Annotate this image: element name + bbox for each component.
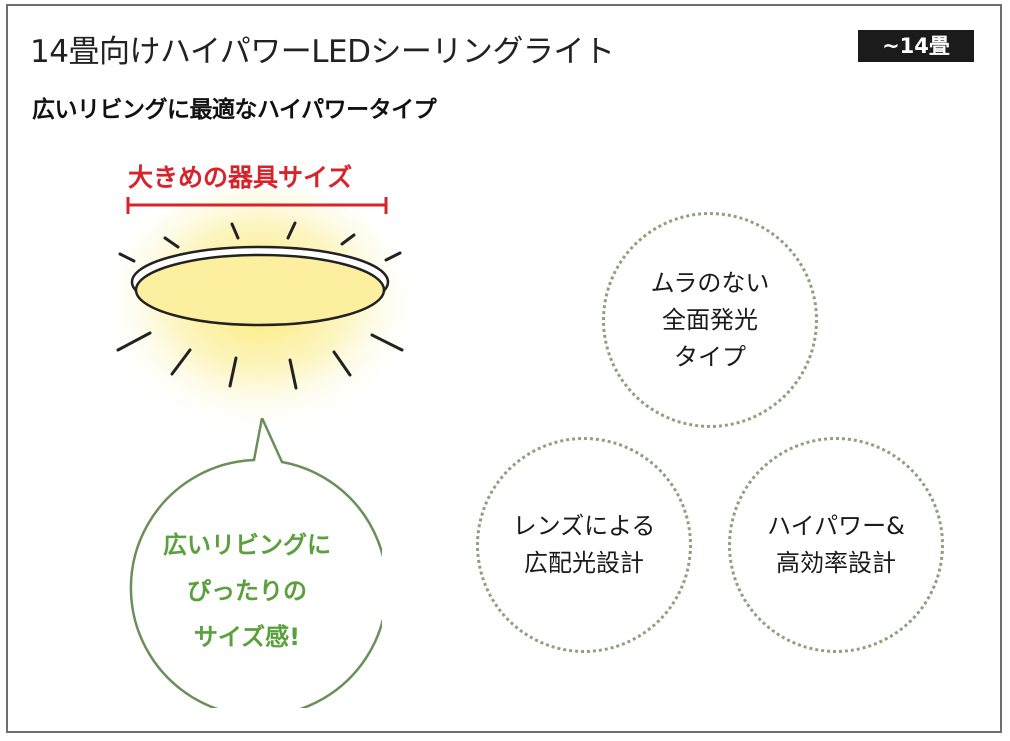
page-title: 14畳向けハイパワーLEDシーリングライト (30, 34, 615, 70)
light-rays (116, 221, 404, 390)
room-size-badge: ~14畳 (858, 30, 974, 62)
ceiling-light-illustration (110, 190, 410, 435)
feature-circle-high-power: ハイパワー& 高効率設計 (728, 437, 944, 653)
fixture-shade (134, 253, 386, 327)
callout-text: 広いリビングに ぴったりの サイズ感! (112, 522, 382, 660)
feature-text: ムラのない 全面発光 タイプ (650, 268, 770, 371)
callout-line: 広いリビングに (163, 531, 331, 559)
dimension-bar (126, 197, 388, 214)
feature-circle-lens: レンズによる 広配光設計 (476, 437, 692, 653)
speech-bubble (129, 418, 382, 708)
feature-text: レンズによる 広配光設計 (512, 512, 656, 577)
fixture-size-label: 大きめの器具サイズ (128, 163, 353, 192)
subtitle: 広いリビングに最適なハイパワータイプ (32, 97, 437, 123)
feature-text: ハイパワー& 高効率設計 (767, 512, 905, 577)
callout-line: サイズ感! (193, 623, 301, 651)
feature-circle-uniform-light: ムラのない 全面発光 タイプ (602, 212, 818, 428)
callout-line: ぴったりの (187, 577, 307, 605)
